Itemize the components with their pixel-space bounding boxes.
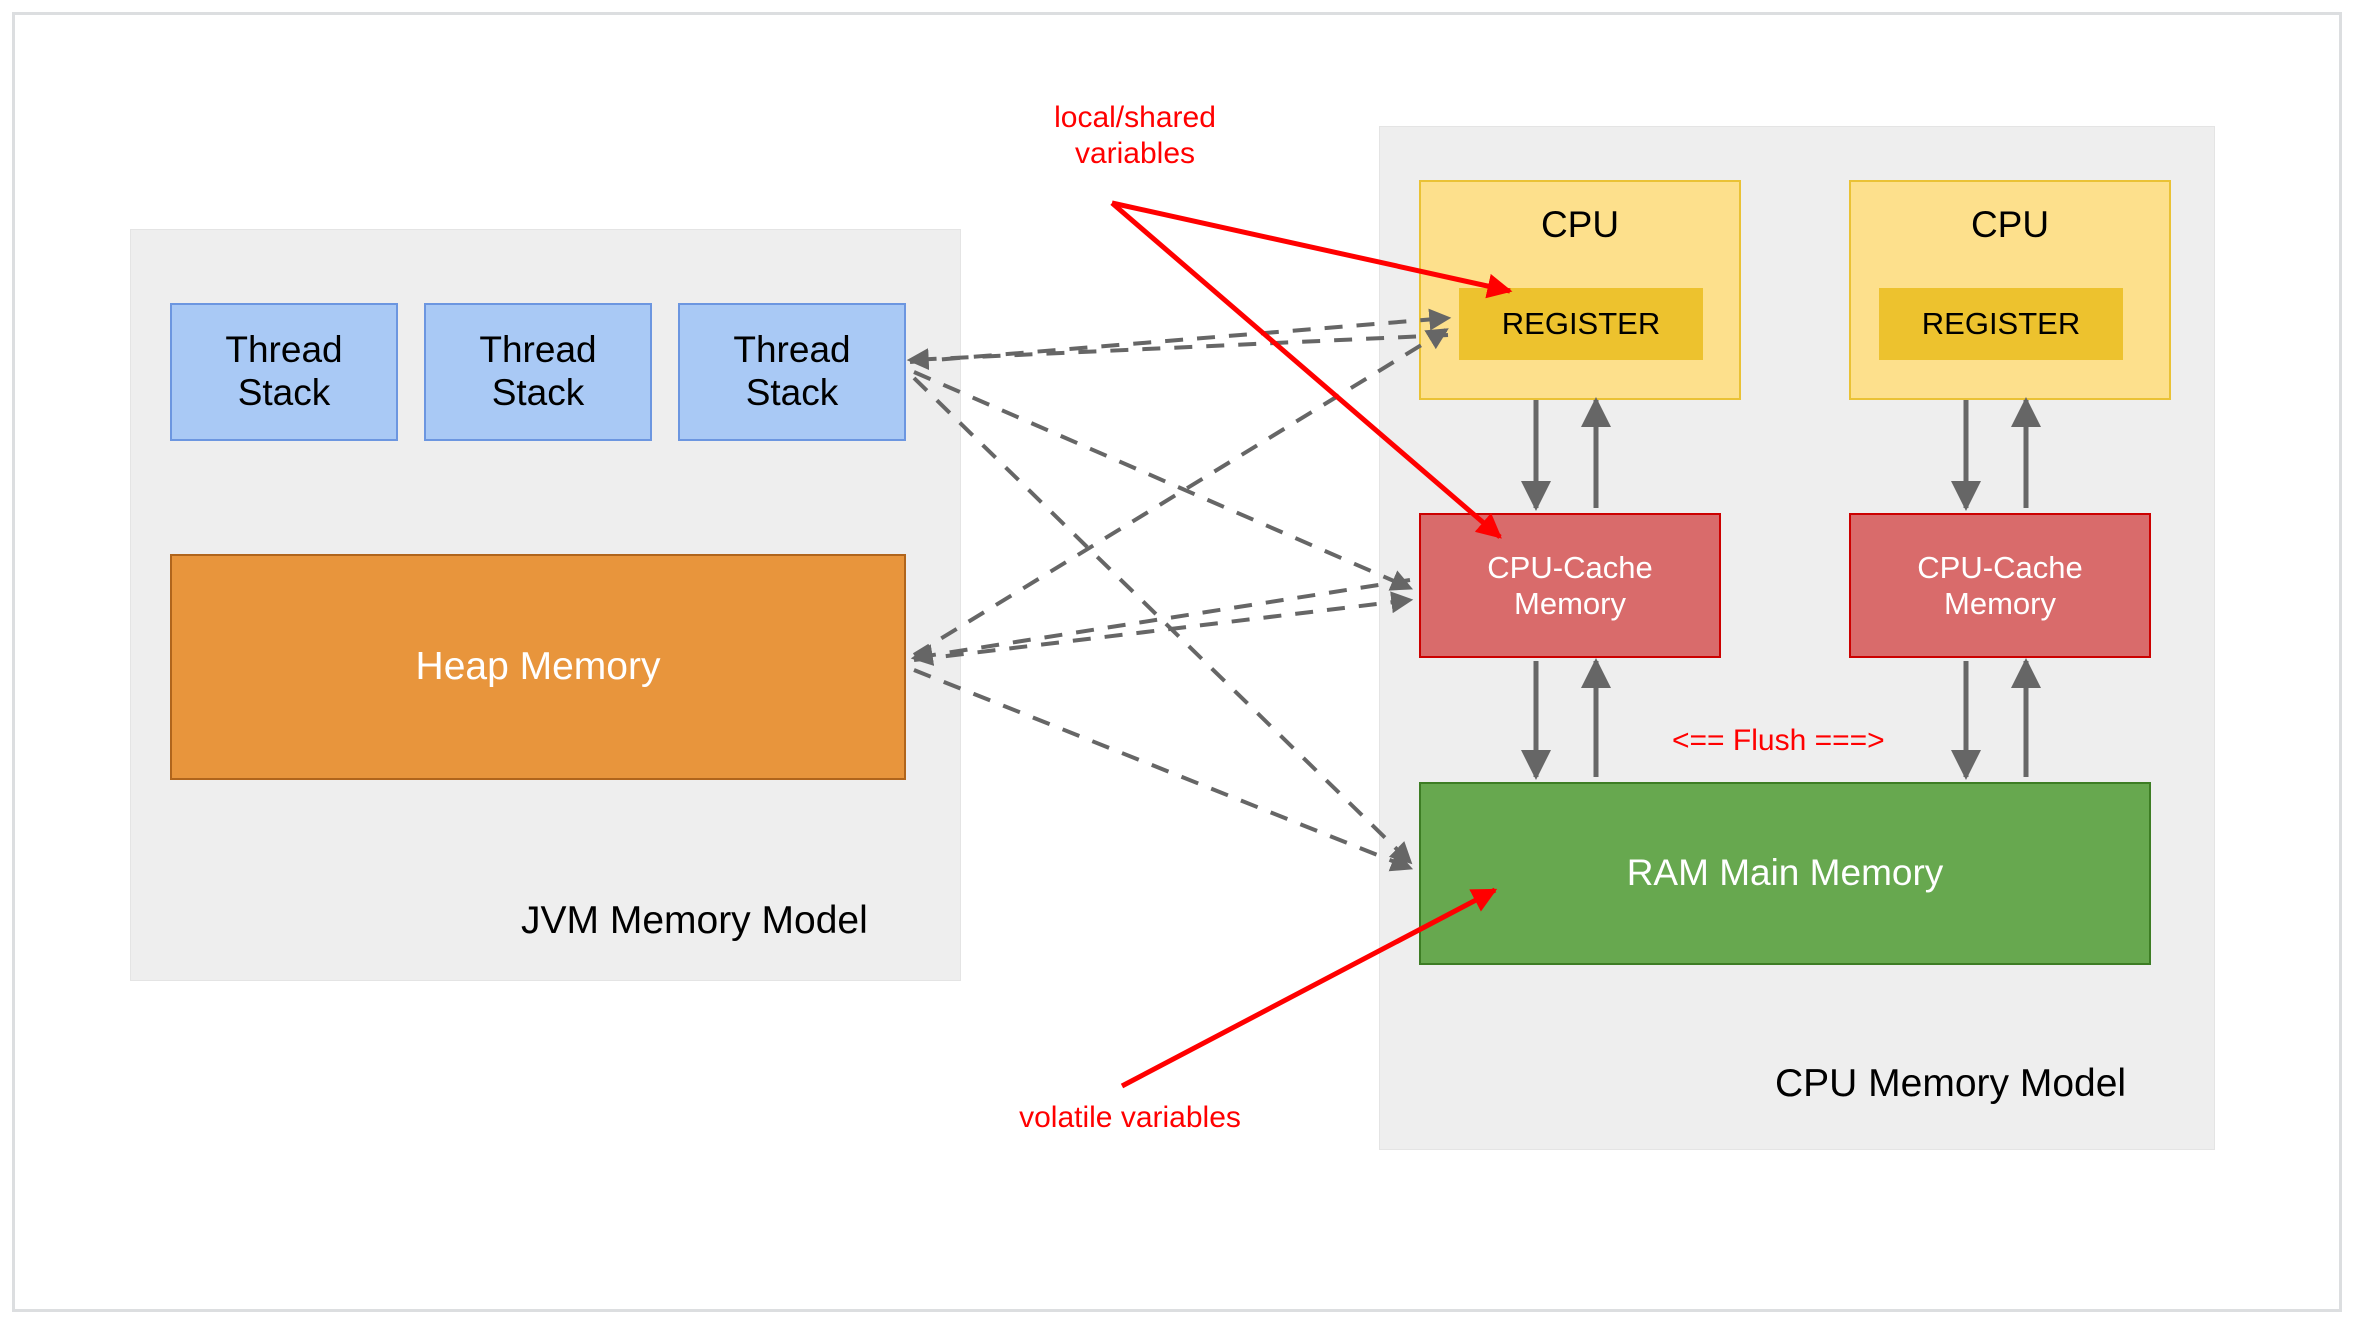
ram-main-memory-label: RAM Main Memory	[1626, 852, 1944, 894]
thread-stack-label-2: Thread Stack	[479, 329, 597, 413]
cpu-panel-title: CPU Memory Model	[1775, 1062, 2127, 1105]
cpu-cache-label-1: CPU-Cache Memory	[1487, 549, 1653, 621]
register-label-1: REGISTER	[1501, 306, 1661, 342]
heap-memory-box: Heap Memory	[170, 554, 906, 780]
dashed-arrow-cache-to-heap	[910, 578, 1411, 666]
thread-stack-box-1: Thread Stack	[170, 303, 398, 441]
local-shared-variables-annotation: local/shared variables	[1054, 101, 1216, 170]
heap-memory-label: Heap Memory	[415, 644, 661, 688]
register-box-1: REGISTER	[1459, 288, 1703, 360]
dashed-arrow-heap-to-register	[912, 328, 1449, 657]
volatile-variables-annotation: volatile variables	[1019, 1101, 1241, 1134]
cpu-cache-box-1: CPU-Cache Memory	[1419, 513, 1721, 658]
dashed-arrow-stack-to-register	[909, 308, 1452, 364]
register-box-2: REGISTER	[1879, 288, 2123, 360]
cpu-label-2: CPU	[1970, 204, 2050, 245]
dashed-arrow-heap-to-ram	[913, 668, 1414, 872]
dashed-arrow-register-to-stack	[906, 333, 1449, 371]
dashed-arrow-heap-to-cache	[913, 591, 1414, 662]
cpu-cache-label-2: CPU-Cache Memory	[1917, 549, 2083, 621]
cpu-label-1: CPU	[1540, 204, 1620, 245]
jvm-panel-title: JVM Memory Model	[521, 899, 868, 942]
flush-annotation: <== Flush ===>	[1672, 724, 1885, 757]
ram-main-memory-box: RAM Main Memory	[1419, 782, 2151, 965]
dashed-arrow-stack-to-ram	[912, 376, 1413, 865]
thread-stack-label-1: Thread Stack	[225, 329, 343, 413]
dashed-arrow-stack-to-cache	[913, 370, 1414, 591]
thread-stack-label-3: Thread Stack	[733, 329, 851, 413]
cpu-cache-box-2: CPU-Cache Memory	[1849, 513, 2151, 658]
thread-stack-box-2: Thread Stack	[424, 303, 652, 441]
thread-stack-box-3: Thread Stack	[678, 303, 906, 441]
register-label-2: REGISTER	[1921, 306, 2081, 342]
